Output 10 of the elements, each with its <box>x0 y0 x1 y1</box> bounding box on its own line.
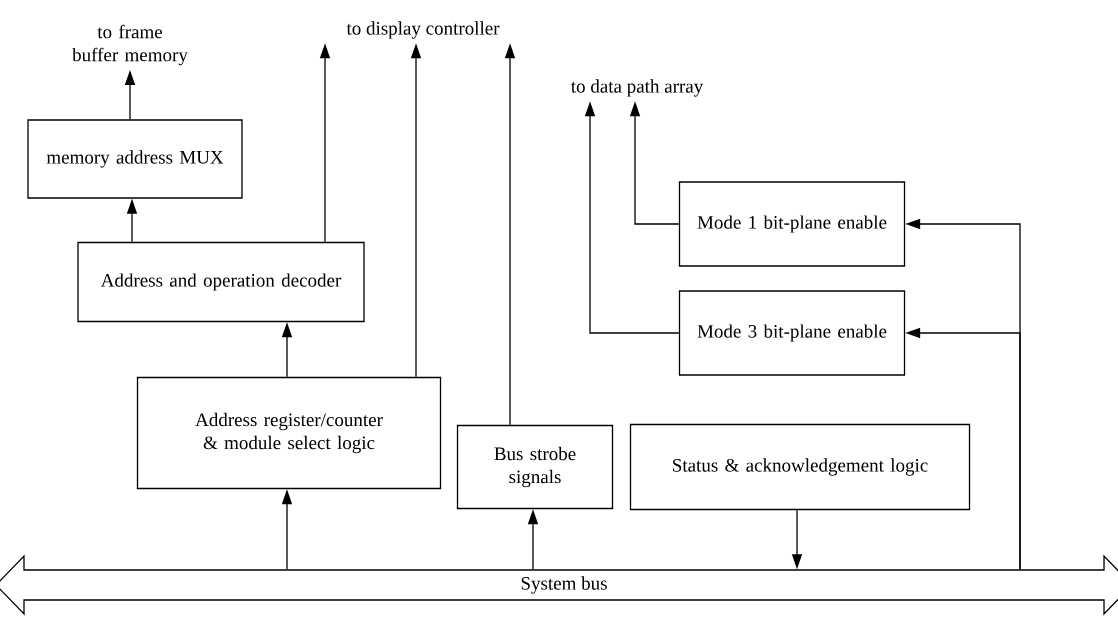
destination-label: to data path array <box>571 79 704 97</box>
block-box: Status & acknowledgement logic <box>629 423 971 511</box>
block-box: Bus strobe signals <box>456 424 614 510</box>
destination-label: to frame buffer memory <box>72 24 188 66</box>
block-box: Address register/counter & module select logic <box>136 376 442 490</box>
block-box: Mode 1 bit-plane enable <box>678 181 906 267</box>
block-box: memory address MUX <box>27 119 243 199</box>
block-box: Mode 3 bit-plane enable <box>678 290 906 376</box>
destination-label: to display controller <box>346 21 500 39</box>
block-box: Address and operation decoder <box>77 241 365 323</box>
